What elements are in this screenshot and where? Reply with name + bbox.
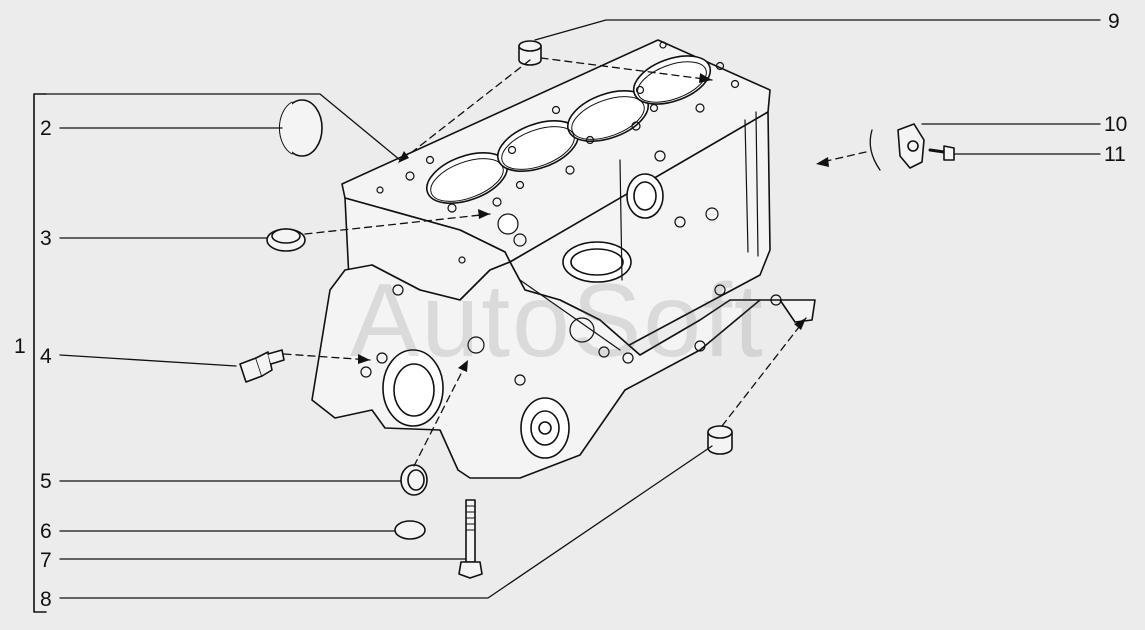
- assembly-dashed-lines: [283, 57, 867, 467]
- callout-4: 4: [40, 345, 52, 368]
- callout-11: 11: [1104, 143, 1126, 166]
- callout-8: 8: [40, 588, 52, 611]
- arrowheads: [358, 73, 829, 372]
- callout-5: 5: [40, 470, 52, 493]
- part-6-plug: [394, 520, 426, 540]
- callout-6: 6: [40, 520, 52, 543]
- callout-10: 10: [1104, 113, 1128, 136]
- case-bolt-bosses: [360, 150, 782, 386]
- part-7-bolt: [458, 499, 483, 579]
- part-11-screw: [928, 145, 955, 161]
- callout-9: 9: [1108, 10, 1120, 33]
- callout-3: 3: [40, 227, 52, 250]
- block-side-bosses: [382, 173, 664, 459]
- callout-1: 1: [14, 335, 26, 358]
- leader-lines: [45, 19, 1101, 599]
- part-3-bushing: [266, 228, 306, 252]
- part-8-sleeve: [707, 425, 733, 455]
- callout-7: 7: [40, 549, 52, 572]
- callout-2: 2: [40, 117, 52, 140]
- mount-bracket-mark: [869, 129, 881, 171]
- part-2-core-plug: [278, 99, 323, 157]
- part-10-knock-sensor: [897, 123, 925, 169]
- deck-holes: [376, 41, 740, 264]
- block-lower-case: [311, 261, 816, 479]
- part-5-seal: [400, 464, 428, 496]
- part-9-dowel: [518, 40, 542, 66]
- group-bracket: [33, 93, 47, 613]
- part-4-sensor: [239, 349, 285, 383]
